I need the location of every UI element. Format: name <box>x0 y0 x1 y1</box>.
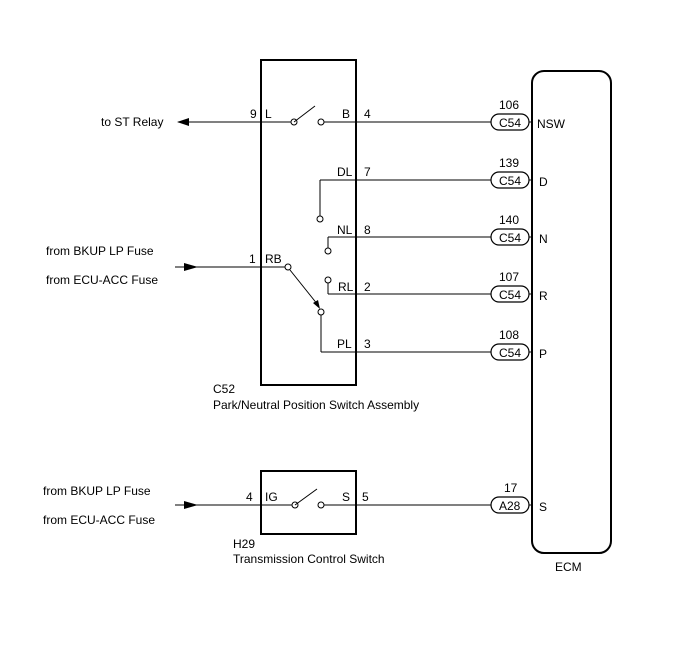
nsw-switch-code: C52 <box>213 382 235 396</box>
trans-switch-name: Transmission Control Switch <box>233 552 385 566</box>
pin-pl-label: PL <box>337 337 352 351</box>
pin-ig-label: IG <box>265 490 278 504</box>
connector-oval <box>490 496 530 514</box>
switch-lever-lb <box>293 105 316 123</box>
terminal-label: N <box>539 232 548 246</box>
pin-rb-num: 1 <box>249 252 256 266</box>
terminal-pin: 106 <box>499 98 519 112</box>
pin-s-num: 5 <box>362 490 369 504</box>
trans-switch-body <box>260 470 357 535</box>
pin-b-num: 4 <box>364 107 371 121</box>
pin-l-label: L <box>265 107 272 121</box>
terminal-pin: 139 <box>499 156 519 170</box>
terminal-pin: 107 <box>499 270 519 284</box>
contact-rl <box>324 276 332 284</box>
terminal-label: P <box>539 347 547 361</box>
ecm-terminal-r: C54 107 R <box>490 270 548 303</box>
pin-dl-label: DL <box>337 165 353 179</box>
connector-oval <box>490 228 530 246</box>
pin-s-label: S <box>342 490 350 504</box>
terminal-label: NSW <box>537 117 566 131</box>
ecm-terminal-nsw: C54 106 NSW <box>490 98 566 131</box>
connector-code: C54 <box>499 346 521 360</box>
connector-code: C54 <box>499 174 521 188</box>
nsw-switch-name: Park/Neutral Position Switch Assembly <box>213 398 419 412</box>
ecm-terminal-d: C54 139 D <box>490 156 548 189</box>
pin-pl-num: 3 <box>364 337 371 351</box>
pin-l-num: 9 <box>250 107 257 121</box>
pin-ig-num: 4 <box>246 490 253 504</box>
contact-dl <box>316 215 324 223</box>
pin-b-label: B <box>342 107 350 121</box>
connector-oval <box>490 113 530 131</box>
label-bkup-fuse-2: from BKUP LP Fuse <box>43 484 151 498</box>
connector-oval <box>490 171 530 189</box>
contact-b <box>317 118 325 126</box>
ecm-body <box>531 70 612 554</box>
trans-switch-code: H29 <box>233 537 255 551</box>
terminal-pin: 17 <box>504 481 518 495</box>
connector-code: A28 <box>499 499 521 513</box>
ecm-name: ECM <box>555 560 582 574</box>
ig-input-arrowhead <box>184 501 198 509</box>
terminal-label: S <box>539 500 547 514</box>
pin-rl-num: 2 <box>364 280 371 294</box>
pin-nl-num: 8 <box>364 223 371 237</box>
label-st-relay: to ST Relay <box>101 115 163 129</box>
connector-code: C54 <box>499 116 521 130</box>
ecm-terminal-n: C54 140 N <box>490 213 548 246</box>
connector-code: C54 <box>499 231 521 245</box>
pin-nl-label: NL <box>337 223 353 237</box>
ecm-terminal-p: C54 108 P <box>490 328 547 361</box>
connector-oval <box>490 285 530 303</box>
switch-lever-rb <box>289 269 319 306</box>
switch-lever-rb-tip <box>313 300 320 309</box>
nsw-switch-body <box>260 59 357 386</box>
contact-s <box>317 501 325 509</box>
label-ecu-acc-fuse-1: from ECU-ACC Fuse <box>46 273 158 287</box>
terminal-pin: 108 <box>499 328 519 342</box>
connector-oval <box>490 343 530 361</box>
pin-rb-label: RB <box>265 252 282 266</box>
label-bkup-fuse-1: from BKUP LP Fuse <box>46 244 154 258</box>
terminal-pin: 140 <box>499 213 519 227</box>
contact-nl <box>324 247 332 255</box>
pin-dl-num: 7 <box>364 165 371 179</box>
ecm-terminal-s: A28 17 S <box>490 481 547 514</box>
connector-code: C54 <box>499 288 521 302</box>
label-ecu-acc-fuse-2: from ECU-ACC Fuse <box>43 513 155 527</box>
rb-input-arrowhead <box>184 263 198 271</box>
switch-lever-ig <box>294 488 318 506</box>
pin-rl-label: RL <box>338 280 354 294</box>
contact-rb <box>284 263 292 271</box>
terminal-label: R <box>539 289 548 303</box>
terminal-label: D <box>539 175 548 189</box>
contact-pl <box>317 308 325 316</box>
